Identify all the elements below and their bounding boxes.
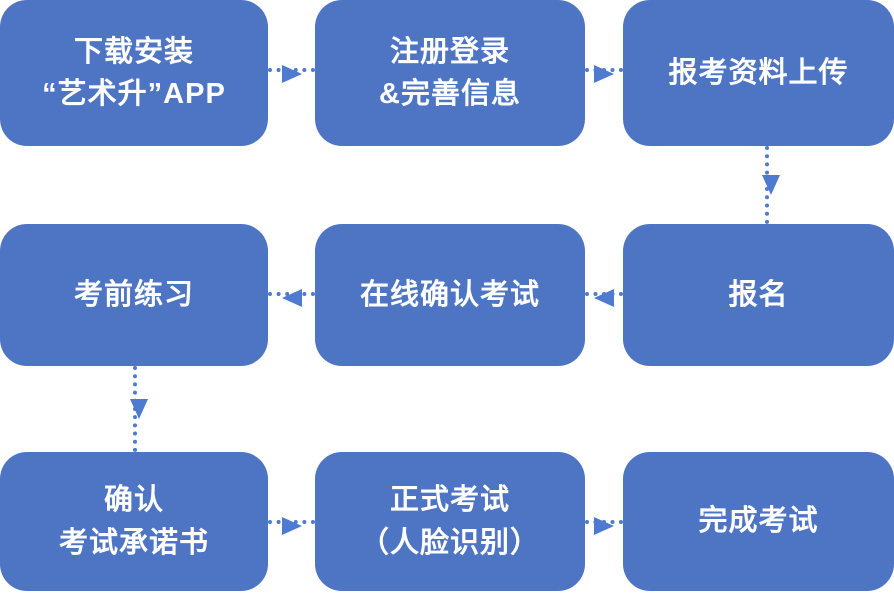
flow-node-online-confirm-exam: 在线确认考试 xyxy=(315,224,585,366)
flow-node-upload-materials: 报考资料上传 xyxy=(623,0,894,146)
flow-node-label: 确认 考试承诺书 xyxy=(58,484,209,559)
arrow-right-icon xyxy=(281,517,302,535)
flow-node-label: 在线确认考试 xyxy=(359,278,540,311)
flow-node-label: 下载安装 “艺术升”APP xyxy=(42,35,226,110)
flow-node-confirm-commitment: 确认 考试承诺书 xyxy=(0,452,268,591)
arrow-register-to-upload xyxy=(585,65,623,83)
flow-node-label: 完成考试 xyxy=(698,505,819,538)
flow-node-download-app: 下载安装 “艺术升”APP xyxy=(0,0,268,146)
arrow-right-icon xyxy=(594,517,614,535)
flow-node-pre-exam-practice: 考前练习 xyxy=(0,224,268,366)
arrow-down-icon xyxy=(762,175,780,195)
flow-node-formal-exam: 正式考试 （人脸识别） xyxy=(315,452,585,591)
arrow-down-icon xyxy=(130,399,148,419)
flow-node-register-login: 注册登录 &完善信息 xyxy=(315,0,585,146)
flow-node-label: 注册登录 &完善信息 xyxy=(379,35,521,110)
arrow-right-icon xyxy=(281,65,302,83)
flow-node-label: 考前练习 xyxy=(73,278,194,311)
flow-node-label: 报考资料上传 xyxy=(668,56,849,89)
arrow-left-icon xyxy=(281,289,302,307)
arrow-confirm-exam-to-practice xyxy=(268,289,315,307)
flow-node-complete-exam: 完成考试 xyxy=(623,452,894,591)
arrow-formal-to-complete xyxy=(585,517,623,535)
arrow-commitment-to-formal xyxy=(268,517,315,535)
arrow-download-to-register xyxy=(268,65,315,83)
arrow-right-icon xyxy=(594,65,614,83)
arrow-upload-to-signup xyxy=(762,146,780,224)
arrow-practice-to-commitment xyxy=(130,366,148,452)
flow-node-label: 正式考试 （人脸识别） xyxy=(359,484,540,559)
flow-node-label: 报名 xyxy=(728,278,789,311)
flow-node-sign-up: 报名 xyxy=(623,224,894,366)
arrow-signup-to-confirm-exam xyxy=(585,289,623,307)
arrow-left-icon xyxy=(594,289,614,307)
